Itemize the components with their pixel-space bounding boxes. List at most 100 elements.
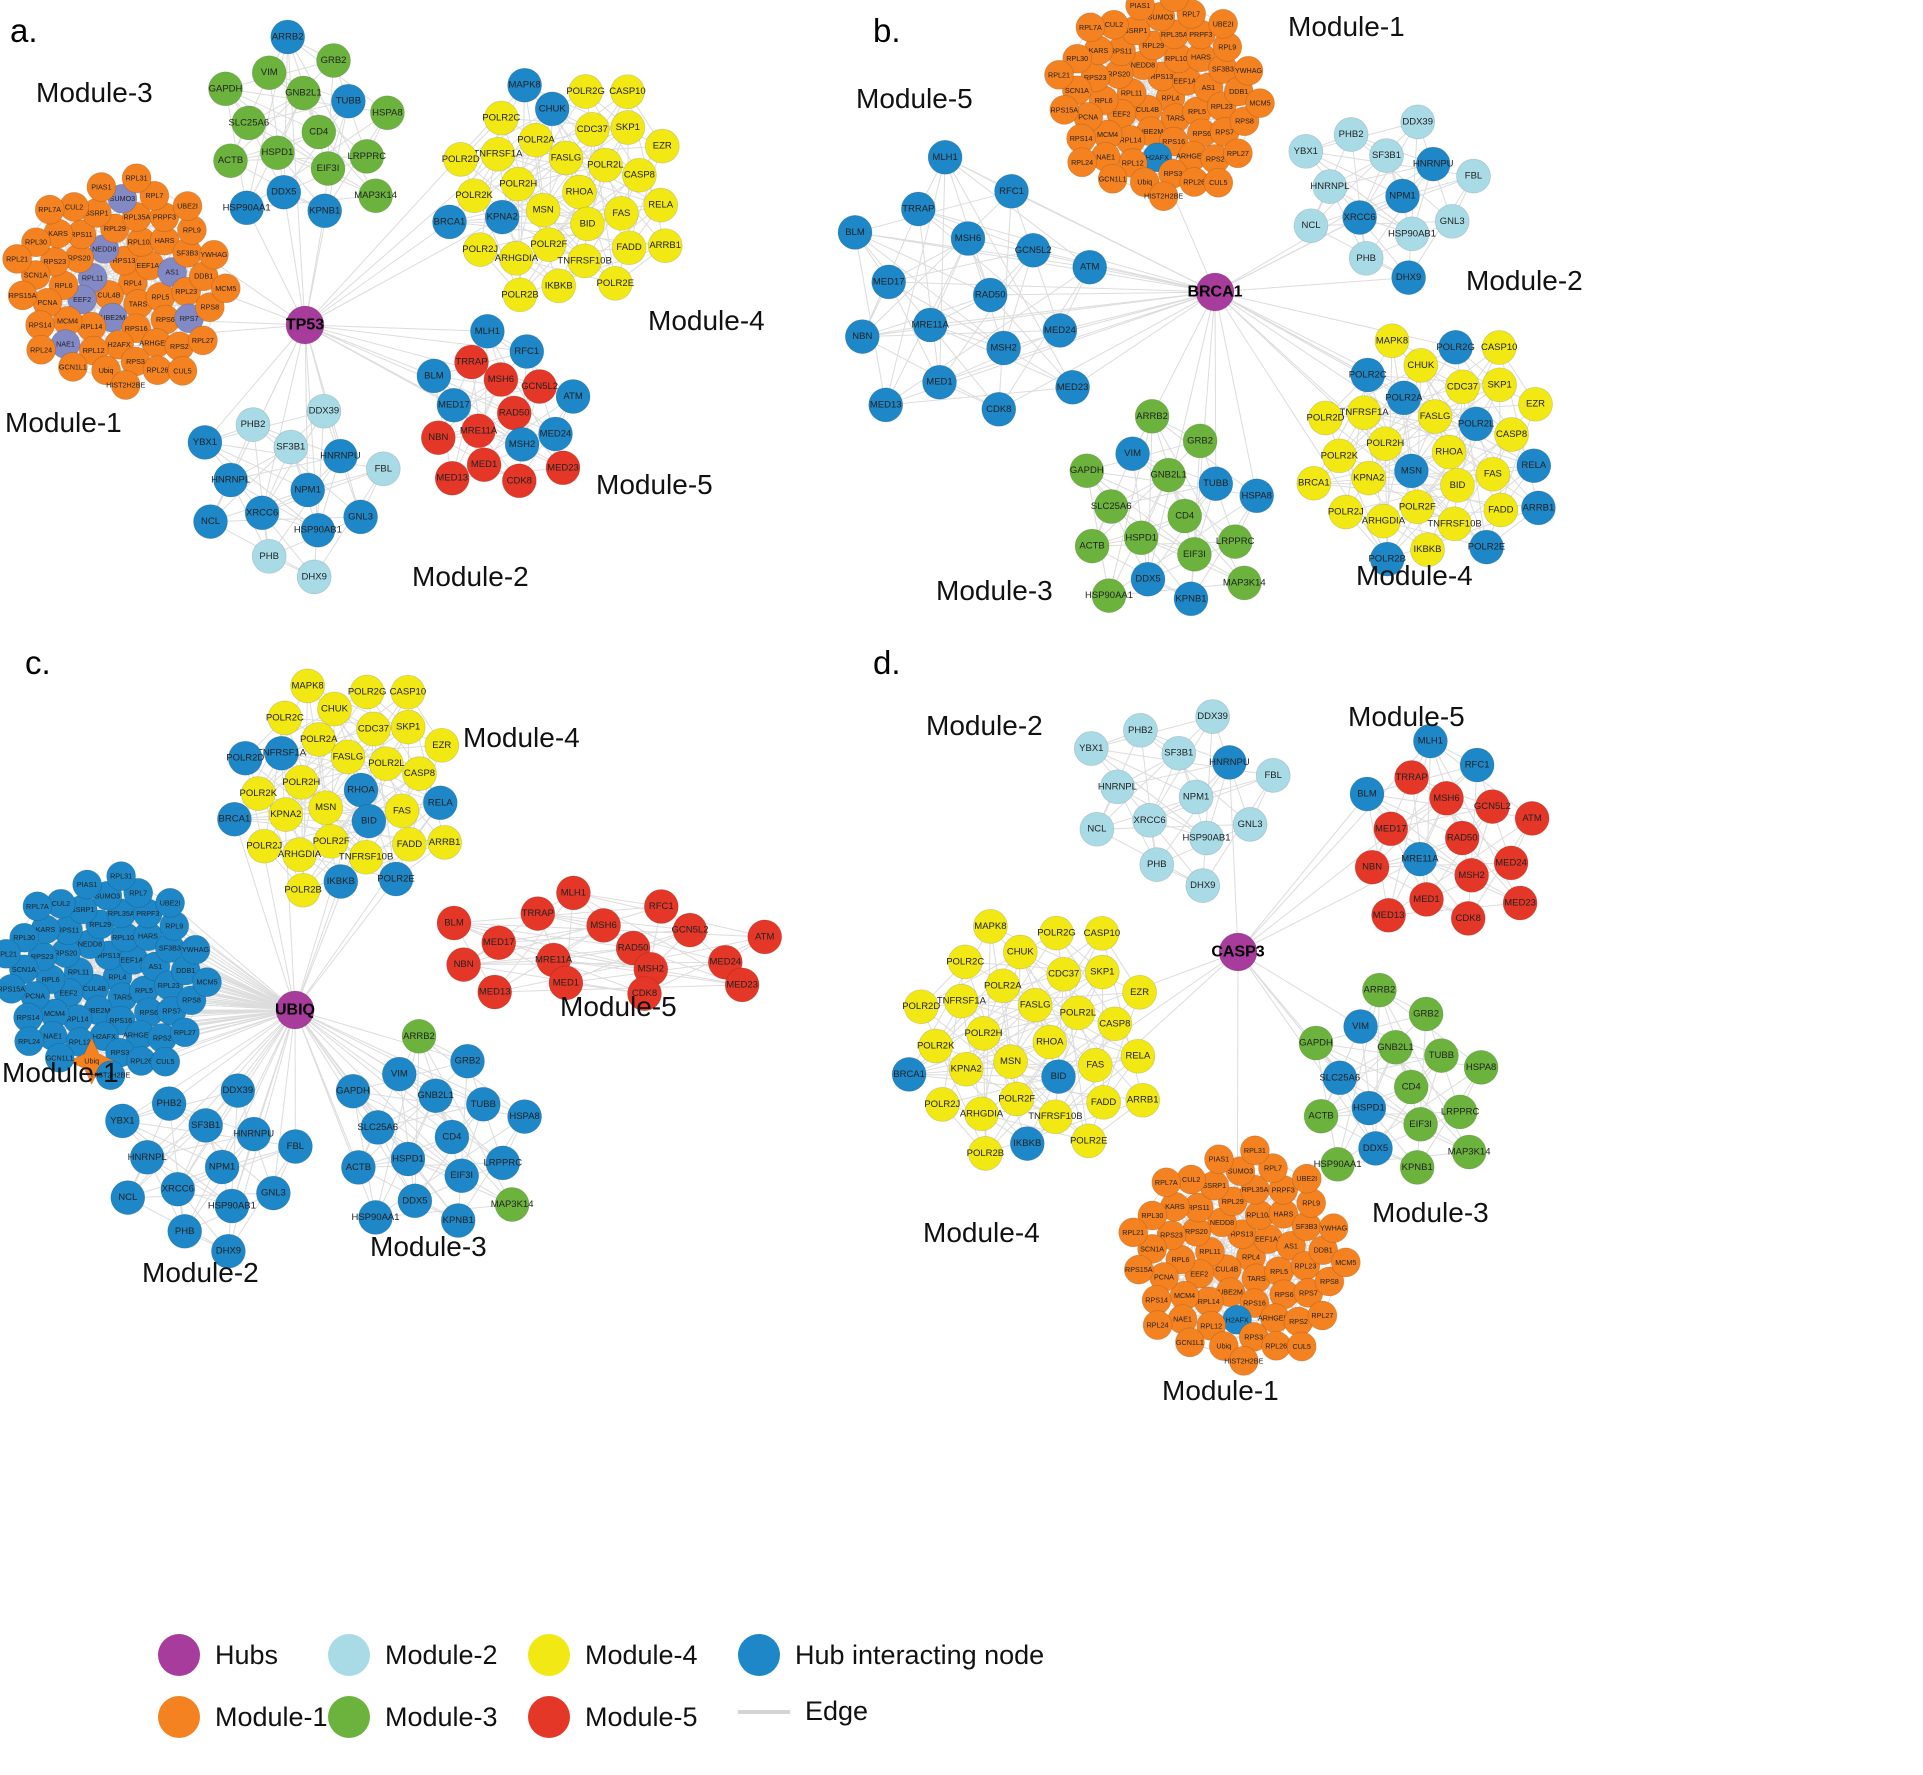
node-POLR2D[interactable]: POLR2D	[226, 740, 264, 776]
node-CDC37[interactable]: CDC37	[356, 711, 391, 747]
node-RFC1[interactable]: RFC1	[1459, 747, 1495, 783]
node-ARRB1[interactable]: ARRB1	[647, 228, 683, 264]
node-VIM[interactable]: VIM	[1343, 1009, 1378, 1044]
node-RPL7A[interactable]: RPL7A	[1151, 1167, 1182, 1198]
node-RPS15A[interactable]: RPS15A	[0, 974, 27, 1004]
node-CD4[interactable]: CD4	[434, 1119, 470, 1155]
node-NBN[interactable]: NBN	[844, 319, 880, 354]
node-PIAS1[interactable]: PIAS1	[86, 172, 117, 202]
node-RPL7A[interactable]: RPL7A	[1075, 12, 1106, 43]
node-RAD50[interactable]: RAD50	[972, 277, 1008, 313]
node-FADD[interactable]: FADD	[611, 230, 647, 266]
node-CHUK[interactable]: CHUK	[317, 691, 352, 727]
node-RPL21[interactable]: RPL21	[2, 244, 32, 274]
node-BLM[interactable]: BLM	[1349, 776, 1385, 812]
node-EZR[interactable]: EZR	[1518, 386, 1553, 422]
node-NPM1[interactable]: NPM1	[1385, 178, 1420, 214]
node-MED24[interactable]: MED24	[1493, 845, 1529, 881]
node-HNRNPL[interactable]: HNRNPL	[1310, 169, 1349, 204]
node-ATM[interactable]: ATM	[555, 379, 591, 414]
node-MED24[interactable]: MED24	[538, 416, 573, 452]
node-TRRAP[interactable]: TRRAP	[520, 896, 556, 931]
node-RELA[interactable]: RELA	[643, 187, 679, 223]
node-TRRAP[interactable]: TRRAP	[900, 191, 936, 227]
node-RELA[interactable]: RELA	[422, 785, 458, 821]
node-GNL3[interactable]: GNL3	[343, 499, 378, 535]
node-RFC1[interactable]: RFC1	[643, 889, 679, 924]
node-TRRAP[interactable]: TRRAP	[454, 344, 489, 380]
node-DHX9[interactable]: DHX9	[1391, 260, 1426, 295]
node-GAPDH[interactable]: GAPDH	[208, 71, 243, 107]
node-SF3B1[interactable]: SF3B1	[1369, 138, 1404, 173]
node-RPL21[interactable]: RPL21	[1118, 1217, 1149, 1248]
node-MAPK8[interactable]: MAPK8	[973, 909, 1008, 944]
node-TUBB[interactable]: TUBB	[331, 83, 366, 119]
node-CHUK[interactable]: CHUK	[1403, 348, 1439, 383]
node-MSH2[interactable]: MSH2	[986, 330, 1021, 366]
node-EZR[interactable]: EZR	[424, 727, 460, 763]
node-GCN1L1[interactable]: GCN1L1	[58, 352, 88, 382]
node-ARRB1[interactable]: ARRB1	[1125, 1082, 1161, 1118]
node-YWHAG[interactable]: YWHAG	[1318, 1213, 1349, 1243]
node-SF3B1[interactable]: SF3B1	[273, 429, 309, 465]
node-RFC1[interactable]: RFC1	[994, 173, 1029, 209]
node-GRB2[interactable]: GRB2	[1408, 996, 1444, 1032]
node-CASP8[interactable]: CASP8	[402, 756, 437, 791]
node-FASLG[interactable]: FASLG	[1017, 987, 1053, 1023]
node-GNB2L1[interactable]: GNB2L1	[417, 1078, 454, 1114]
node-MSH6[interactable]: MSH6	[586, 908, 621, 943]
node-MSH2[interactable]: MSH2	[1454, 857, 1489, 893]
hub-CASP3[interactable]: CASP3	[1211, 932, 1265, 972]
node-ARRB2[interactable]: ARRB2	[1362, 972, 1397, 1008]
node-POLR2L[interactable]: POLR2L	[587, 147, 624, 183]
node-BID[interactable]: BID	[570, 206, 605, 242]
node-RPS15A[interactable]: RPS15A	[1049, 95, 1080, 125]
node-HNRNPU[interactable]: HNRNPU	[1209, 745, 1250, 780]
node-TUBB[interactable]: TUBB	[1198, 466, 1234, 502]
node-FAS[interactable]: FAS	[1077, 1047, 1113, 1083]
node-FBL[interactable]: FBL	[278, 1129, 313, 1164]
node-FADD[interactable]: FADD	[1086, 1084, 1121, 1120]
node-RPL31[interactable]: RPL31	[106, 861, 136, 891]
node-POLR2J[interactable]: POLR2J	[924, 1087, 961, 1122]
node-YBX1[interactable]: YBX1	[1288, 133, 1324, 169]
node-MCM5[interactable]: MCM5	[1245, 88, 1275, 118]
node-BRCA1[interactable]: BRCA1	[1296, 465, 1332, 501]
node-FASLG[interactable]: FASLG	[1417, 399, 1453, 434]
node-CDK8[interactable]: CDK8	[981, 391, 1017, 427]
node-BID[interactable]: BID	[1440, 467, 1475, 503]
node-POLR2D[interactable]: POLR2D	[1306, 400, 1345, 436]
node-BLM[interactable]: BLM	[837, 215, 873, 250]
node-NCL[interactable]: NCL	[1079, 811, 1115, 847]
node-KPNA2[interactable]: KPNA2	[268, 797, 304, 832]
node-MAPK8[interactable]: MAPK8	[1374, 323, 1410, 359]
node-MED17[interactable]: MED17	[436, 387, 472, 423]
node-POLR2J[interactable]: POLR2J	[246, 828, 283, 864]
node-ACTB[interactable]: ACTB	[213, 143, 248, 179]
node-HNRNPU[interactable]: HNRNPU	[1413, 146, 1454, 182]
node-GCN5L2[interactable]: GCN5L2	[521, 369, 558, 404]
node-CHUK[interactable]: CHUK	[1002, 934, 1038, 970]
node-RPL9[interactable]: RPL9	[1296, 1188, 1327, 1218]
node-PHB[interactable]: PHB	[167, 1213, 203, 1249]
node-RPL27[interactable]: RPL27	[1223, 138, 1253, 169]
node-CUL5[interactable]: CUL5	[1203, 167, 1234, 198]
node-MLH1[interactable]: MLH1	[470, 313, 505, 349]
node-MED13[interactable]: MED13	[477, 974, 513, 1010]
node-HSPD1[interactable]: HSPD1	[1351, 1090, 1387, 1126]
node-HNRNPL[interactable]: HNRNPL	[128, 1139, 167, 1175]
node-MCM5[interactable]: MCM5	[210, 273, 241, 304]
node-EIF3I[interactable]: EIF3I	[310, 151, 346, 186]
node-MED17[interactable]: MED17	[481, 925, 517, 961]
node-ATM[interactable]: ATM	[747, 919, 783, 955]
node-MLH1[interactable]: MLH1	[927, 139, 963, 175]
node-CHUK[interactable]: CHUK	[534, 91, 570, 127]
node-TUBB[interactable]: TUBB	[1424, 1038, 1459, 1073]
node-RPL21[interactable]: RPL21	[1044, 59, 1074, 90]
node-YWHAG[interactable]: YWHAG	[199, 239, 229, 270]
node-RPS14[interactable]: RPS14	[1141, 1284, 1172, 1315]
node-GRB2[interactable]: GRB2	[1182, 423, 1218, 459]
node-POLR2B[interactable]: POLR2B	[967, 1136, 1005, 1171]
node-SF3B1[interactable]: SF3B1	[1161, 735, 1197, 771]
node-ARRB1[interactable]: ARRB1	[1521, 490, 1556, 526]
